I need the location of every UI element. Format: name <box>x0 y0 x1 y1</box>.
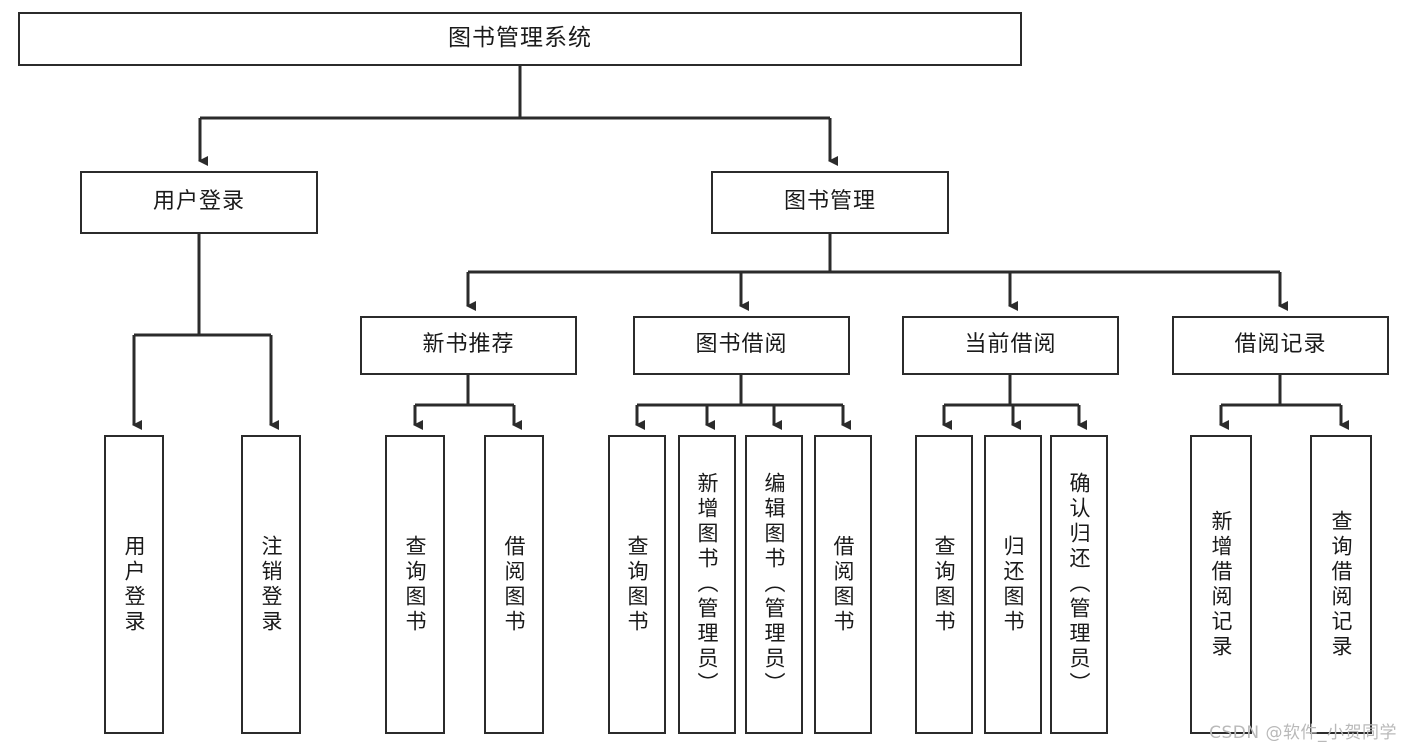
node-leaf-return-book[interactable]: 归还图书 <box>984 435 1042 734</box>
node-label: 编辑图书（管理员） <box>762 472 787 697</box>
node-label: 查询图书 <box>403 534 428 635</box>
node-level1-user-login[interactable]: 用户登录 <box>80 171 318 234</box>
node-label: 借阅图书 <box>831 534 856 635</box>
node-label: 新增图书（管理员） <box>695 472 720 697</box>
watermark-text: CSDN @软件_小贺同学 <box>1209 723 1397 743</box>
node-label: 当前借阅 <box>964 332 1057 358</box>
node-leaf-logout[interactable]: 注销登录 <box>241 435 301 734</box>
node-leaf-confirm-return-admin[interactable]: 确认归还（管理员） <box>1050 435 1108 734</box>
node-label: 新增借阅记录 <box>1209 509 1234 660</box>
node-label: 注销登录 <box>259 534 284 635</box>
node-label: 确认归还（管理员） <box>1067 472 1092 697</box>
node-leaf-borrow-book-recommend[interactable]: 借阅图书 <box>484 435 544 734</box>
node-leaf-user-login[interactable]: 用户登录 <box>104 435 164 734</box>
node-level2-new-book-recommend[interactable]: 新书推荐 <box>360 316 577 375</box>
node-label: 查询借阅记录 <box>1329 509 1354 660</box>
node-label: 借阅图书 <box>502 534 527 635</box>
node-level2-current-borrow[interactable]: 当前借阅 <box>902 316 1119 375</box>
node-leaf-add-book-admin[interactable]: 新增图书（管理员） <box>678 435 736 734</box>
node-label: 图书管理 <box>783 189 876 215</box>
node-root[interactable]: 图书管理系统 <box>18 12 1022 66</box>
node-label: 用户登录 <box>152 189 245 215</box>
node-leaf-query-borrow-record[interactable]: 查询借阅记录 <box>1310 435 1372 734</box>
node-label: 图书管理系统 <box>448 25 592 52</box>
node-label: 查询图书 <box>625 534 650 635</box>
node-label: 归还图书 <box>1001 534 1026 635</box>
node-level2-book-borrow[interactable]: 图书借阅 <box>633 316 850 375</box>
node-leaf-add-borrow-record[interactable]: 新增借阅记录 <box>1190 435 1252 734</box>
node-leaf-query-book-current[interactable]: 查询图书 <box>915 435 973 734</box>
node-label: 图书借阅 <box>695 332 788 358</box>
node-leaf-borrow-book[interactable]: 借阅图书 <box>814 435 872 734</box>
node-label: 用户登录 <box>122 534 147 635</box>
node-label: 借阅记录 <box>1234 332 1327 358</box>
node-leaf-edit-book-admin[interactable]: 编辑图书（管理员） <box>745 435 803 734</box>
node-leaf-query-book-recommend[interactable]: 查询图书 <box>385 435 445 734</box>
node-level1-book-management[interactable]: 图书管理 <box>711 171 949 234</box>
node-level2-borrow-record[interactable]: 借阅记录 <box>1172 316 1389 375</box>
node-label: 新书推荐 <box>422 332 515 358</box>
node-label: 查询图书 <box>932 534 957 635</box>
node-leaf-query-book-borrow[interactable]: 查询图书 <box>608 435 666 734</box>
